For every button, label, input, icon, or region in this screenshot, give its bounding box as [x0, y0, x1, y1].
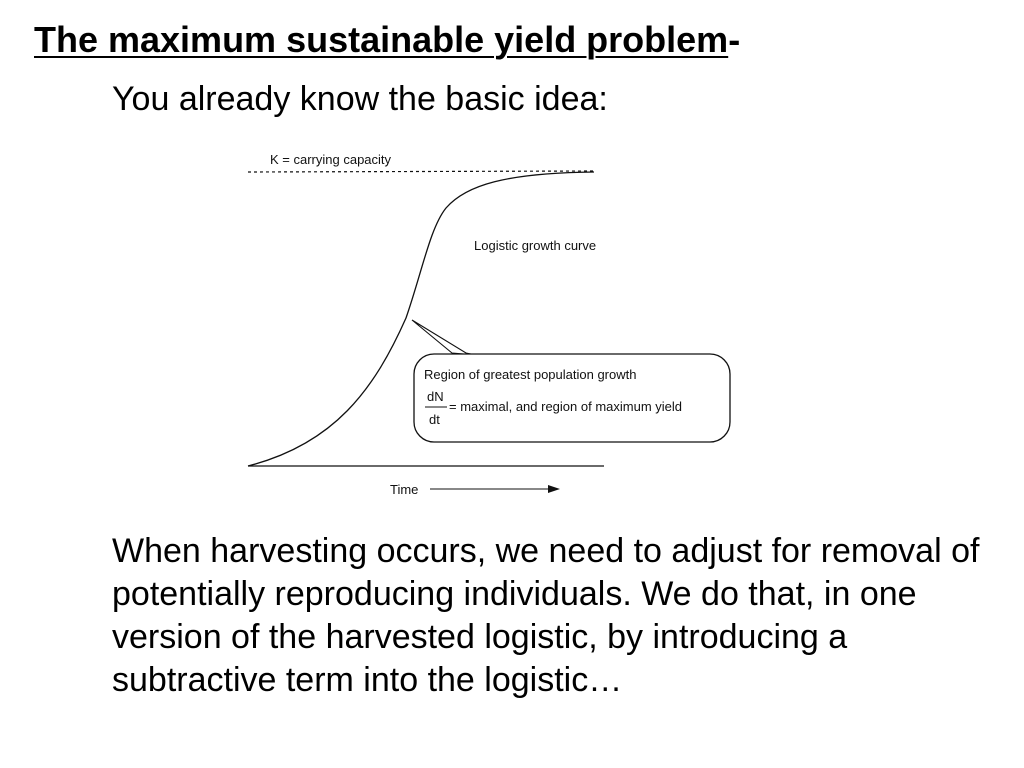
callout-line-1: Region of greatest population growth [424, 367, 636, 382]
callout-line-2: = maximal, and region of maximum yield [449, 399, 682, 414]
logistic-curve [247, 171, 595, 467]
slide-title-text: The maximum sustainable yield problem [34, 19, 729, 60]
logistic-growth-figure: K = carrying capacity Logistic growth cu… [244, 140, 744, 525]
slide-title-suffix: - [728, 19, 741, 60]
callout-fraction-denominator: dt [429, 412, 440, 427]
time-arrow-head-icon [548, 485, 560, 493]
logistic-curve-label: Logistic growth curve [474, 238, 596, 253]
slide-title: The maximum sustainable yield problem- [34, 18, 740, 62]
carrying-capacity-label: K = carrying capacity [270, 152, 392, 167]
callout-pointer [411, 319, 477, 356]
logistic-growth-diagram: K = carrying capacity Logistic growth cu… [247, 152, 731, 497]
callout-fraction-numerator: dN [427, 389, 444, 404]
intro-text: You already know the basic idea: [112, 80, 608, 118]
body-paragraph: When harvesting occurs, we need to adjus… [112, 532, 980, 699]
callout-box [413, 353, 731, 443]
time-axis-label: Time [390, 482, 418, 497]
carrying-capacity-line [247, 170, 595, 173]
